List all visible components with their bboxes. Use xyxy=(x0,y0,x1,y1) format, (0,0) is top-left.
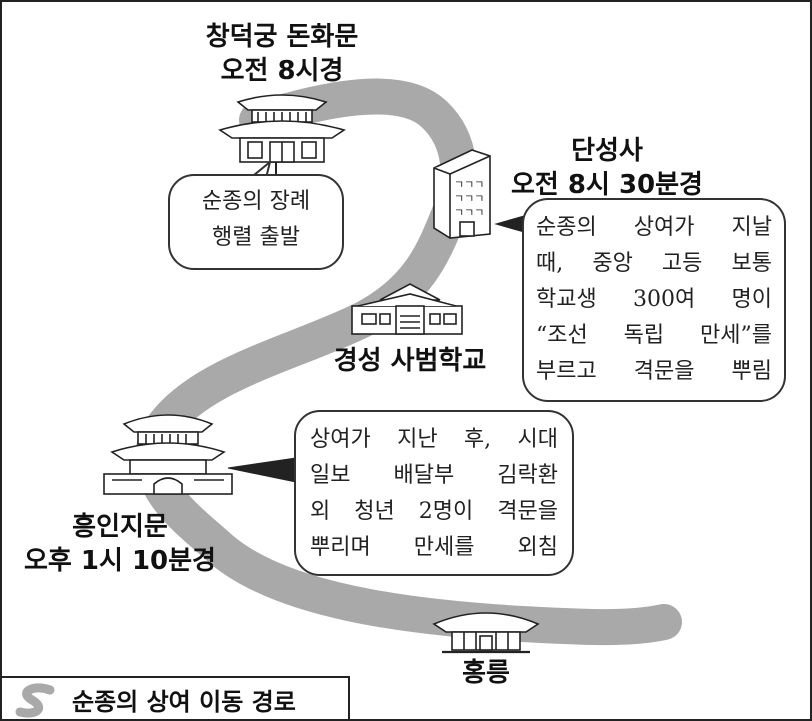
bubble-heunginjimun-event: 상여가 지난 후, 시대 일보 배달부 김락환 외 청년 2명이 격문을 뿌리며… xyxy=(294,410,574,576)
normal-school-building-icon xyxy=(351,283,463,335)
danseongsa-label: 단성사 오전 8시 30분경 xyxy=(492,134,722,202)
heunginjimun-time: 오후 1시 10분경 xyxy=(24,546,216,576)
hongneung-name: 홍릉 xyxy=(462,658,510,688)
svg-text:ㄱㄱㄱ: ㄱㄱㄱ xyxy=(454,206,484,219)
heunginjimun-name: 흥인지문 xyxy=(72,512,168,542)
danseongsa-time: 오전 8시 30분경 xyxy=(511,170,703,200)
bubble-line: “조선 독립 만세”를 xyxy=(536,323,772,348)
changdeokgung-gate-icon xyxy=(218,94,346,178)
bubble-line: 외 청년 2명이 격문을 xyxy=(310,499,558,524)
bubble-pointer-heunginjimun xyxy=(227,457,297,483)
hongneung-shrine-icon xyxy=(432,612,540,654)
bubble-line: 순종의 장례 xyxy=(201,189,311,214)
legend: 순종의 상여 이동 경로 xyxy=(2,676,350,719)
danseongsa-name: 단성사 xyxy=(571,136,643,166)
changdeokgung-label: 창덕궁 돈화문 오전 8시경 xyxy=(182,20,382,88)
danseongsa-building-icon: ㄱㄱㄱ ㄱㄱㄱ ㄱㄱㄱ xyxy=(433,149,491,239)
svg-text:ㄱㄱㄱ: ㄱㄱㄱ xyxy=(454,192,484,205)
svg-text:ㄱㄱㄱ: ㄱㄱㄱ xyxy=(454,178,484,191)
bubble-line: 일보 배달부 김락환 xyxy=(310,463,558,488)
bubble-line: 학교생 300여 명이 xyxy=(536,287,772,312)
bubble-line: 부르고 격문을 뿌림 xyxy=(536,359,772,384)
bubble-departure: 순종의 장례 행렬 출발 xyxy=(168,174,344,270)
bubble-danseongsa-event: 순종의 상여가 지날 때, 중앙 고등 보통 학교생 300여 명이 “조선 독… xyxy=(522,198,786,402)
heunginjimun-label: 흥인지문 오후 1시 10분경 xyxy=(2,510,238,578)
bubble-line: 순종의 상여가 지날 xyxy=(536,215,772,240)
changdeokgung-time: 오전 8시경 xyxy=(220,56,344,86)
route-stroke-icon xyxy=(15,682,55,717)
bubble-pointer-danseongsa xyxy=(494,215,525,233)
gyeongseong-name: 경성 사범학교 xyxy=(333,346,487,376)
heunginjimun-gate-icon xyxy=(103,414,233,495)
gyeongseong-label: 경성 사범학교 xyxy=(300,344,520,378)
bubble-line: 상여가 지난 후, 시대 xyxy=(310,427,558,452)
bubble-line: 뿌리며 만세를 외침 xyxy=(310,535,558,560)
changdeokgung-name: 창덕궁 돈화문 xyxy=(205,22,359,52)
bubble-line: 행렬 출발 xyxy=(212,225,300,250)
hongneung-label: 홍릉 xyxy=(440,656,532,690)
legend-label: 순종의 상여 이동 경로 xyxy=(72,688,296,716)
bubble-line: 때, 중앙 고등 보통 xyxy=(536,251,772,276)
